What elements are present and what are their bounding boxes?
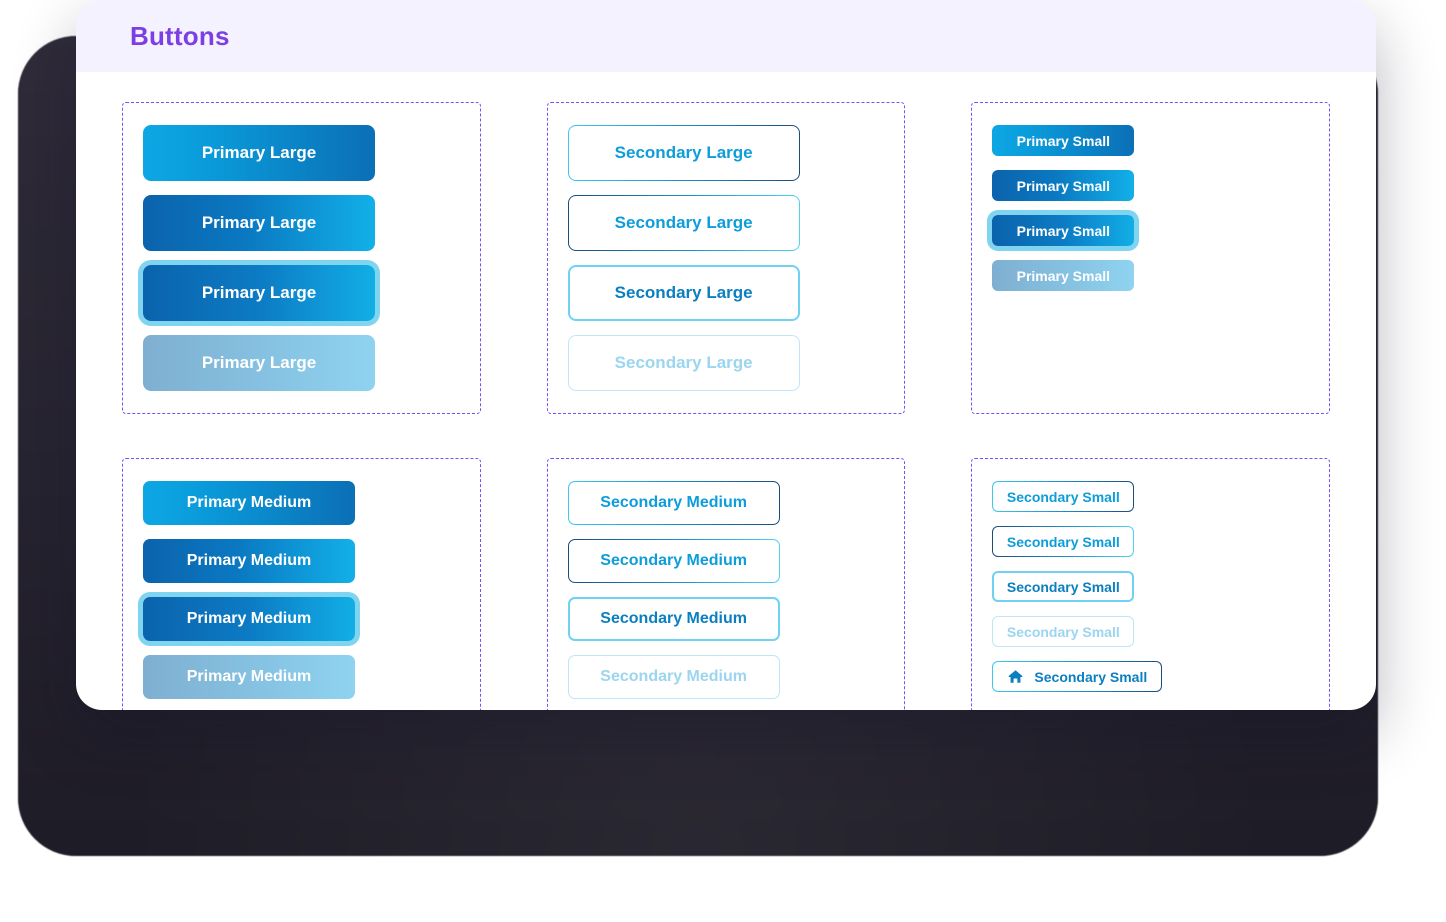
primary-medium-hover-button[interactable]: Primary Medium: [143, 539, 355, 583]
secondary-small-disabled-button: Secondary Small: [992, 616, 1135, 647]
button-label: Primary Medium: [186, 552, 312, 569]
secondary-medium-disabled-button: Secondary Medium: [567, 655, 780, 699]
home-icon: [1007, 668, 1024, 685]
primary-medium-disabled-button: Primary Medium: [143, 655, 355, 699]
primary-small-disabled-button: Primary Small: [992, 260, 1135, 291]
button-label: Primary Large: [201, 143, 317, 162]
primary-large-hover-button[interactable]: Primary Large: [143, 195, 375, 251]
primary-large-default-button[interactable]: Primary Large: [143, 125, 375, 181]
primary-large-disabled-button: Primary Large: [143, 335, 375, 391]
primary-small-focus-button[interactable]: Primary Small: [992, 215, 1135, 246]
secondary-small-hover-button[interactable]: Secondary Small: [992, 526, 1134, 557]
secondary-large-default-button[interactable]: Secondary Large: [568, 125, 800, 181]
secondary-medium-focus-button[interactable]: Secondary Medium: [567, 597, 780, 641]
secondary-small-default-button[interactable]: Secondary Small: [992, 481, 1134, 512]
primary-small-default-button[interactable]: Primary Small: [992, 125, 1135, 156]
button-label: Secondary Medium: [600, 552, 747, 569]
button-label: Secondary Medium: [600, 494, 747, 511]
secondary-medium-hover-button[interactable]: Secondary Medium: [568, 539, 780, 583]
card-header: Buttons: [76, 0, 1376, 72]
secondary-small-focus-button[interactable]: Secondary Small: [992, 571, 1135, 602]
secondary-medium-default-button[interactable]: Secondary Medium: [568, 481, 780, 525]
button-label: Secondary Small: [1006, 623, 1120, 640]
primary-medium-focus-button[interactable]: Primary Medium: [143, 597, 355, 641]
button-label: Primary Small: [1016, 222, 1111, 239]
button-label: Primary Medium: [186, 610, 312, 627]
button-label: Secondary Small: [1006, 488, 1120, 505]
button-label: Secondary Large: [614, 213, 753, 232]
button-label: Primary Large: [201, 283, 317, 302]
button-label: Primary Large: [201, 213, 317, 232]
page-title: Buttons: [130, 20, 230, 51]
button-label: Primary Medium: [186, 668, 312, 685]
primary-small-hover-button[interactable]: Primary Small: [992, 170, 1135, 201]
button-label: Primary Small: [1016, 267, 1111, 284]
button-label: Secondary Medium: [600, 610, 747, 627]
button-label: Primary Medium: [186, 494, 312, 511]
button-label: Secondary Large: [614, 353, 753, 372]
primary-medium-default-button[interactable]: Primary Medium: [143, 481, 355, 525]
button-label: Secondary Large: [614, 143, 753, 162]
button-label: Primary Small: [1016, 177, 1111, 194]
button-label: Secondary Small: [1006, 533, 1120, 550]
secondary-large-disabled-button: Secondary Large: [567, 335, 800, 391]
button-label: Secondary Large: [614, 283, 753, 302]
button-label: Primary Large: [201, 353, 317, 372]
button-label: Primary Small: [1016, 132, 1111, 149]
secondary-large-hover-button[interactable]: Secondary Large: [568, 195, 800, 251]
button-label: Secondary Small: [1006, 578, 1120, 595]
button-label: Secondary Small: [1034, 668, 1148, 685]
primary-large-focus-button[interactable]: Primary Large: [143, 265, 375, 321]
secondary-small-with-icon-button[interactable]: Secondary Small: [992, 661, 1162, 692]
secondary-large-focus-button[interactable]: Secondary Large: [567, 265, 800, 321]
button-label: Secondary Medium: [600, 668, 747, 685]
